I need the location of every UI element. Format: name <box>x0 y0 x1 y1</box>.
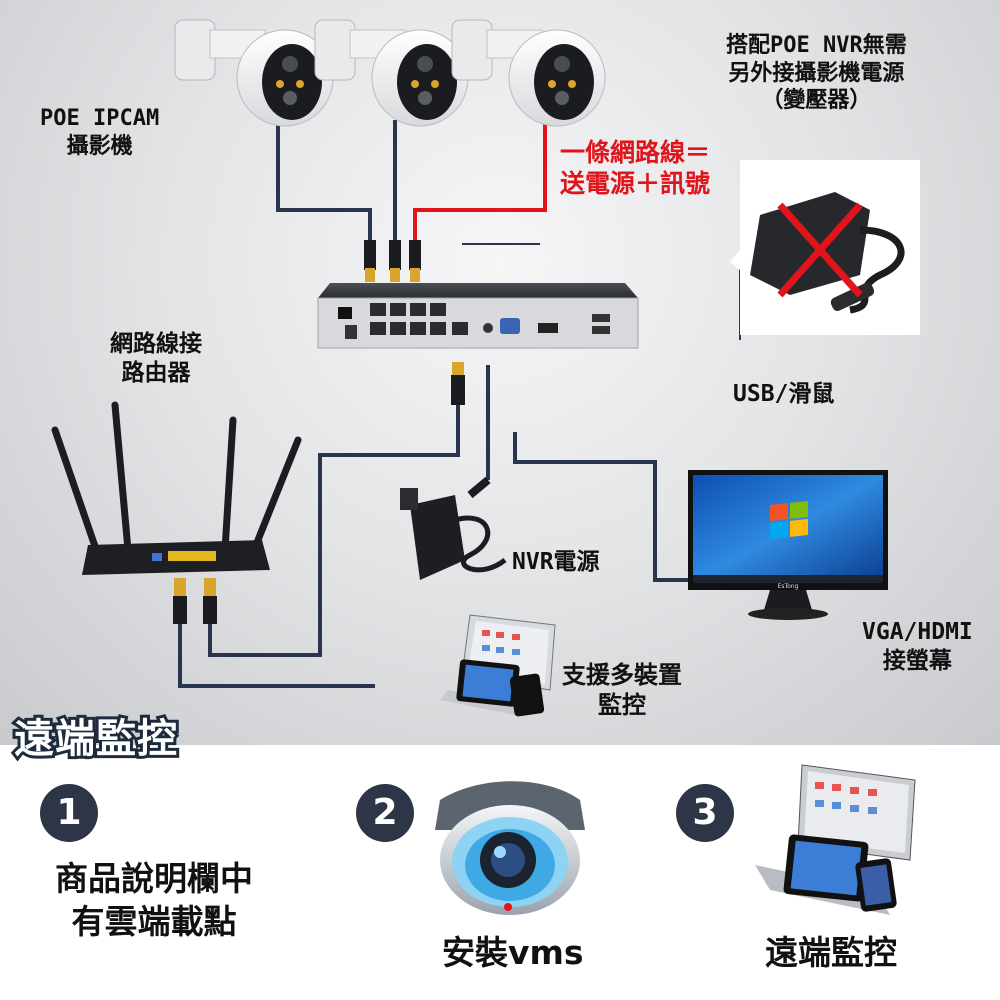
ip-camera-2 <box>314 19 469 127</box>
vga-hdmi-label-line: VGA/HDMI <box>862 619 973 645</box>
nvr-power-adapter <box>400 476 507 580</box>
router-cable-label: 網路線接 路由器 <box>110 330 202 388</box>
multi-device-cluster <box>440 614 556 717</box>
one-cable-label-line: 送電源＋訊號 <box>560 169 711 199</box>
no-adapter-label-line: （變壓器） <box>761 88 872 113</box>
router <box>51 401 302 624</box>
poe-cable-highlight <box>413 120 547 255</box>
multi-device-label: 支援多裝置 監控 <box>562 660 682 720</box>
step-1-text: 商品說明欄中 有雲端載點 <box>55 858 253 944</box>
router-cable-label-line: 路由器 <box>121 359 191 386</box>
no-adapter-label-line: 另外接攝影機電源 <box>728 60 905 86</box>
no-adapter-label-line: 搭配POE NVR無需 <box>726 33 907 58</box>
devices-icon <box>755 764 916 915</box>
camera-cables <box>276 120 397 255</box>
step-2-badge: 2 <box>356 784 414 842</box>
usb-mouse-label: USB/滑鼠 <box>733 381 835 407</box>
step-1-badge: 1 <box>40 784 98 842</box>
router-cable-label-line: 網路線接 <box>110 331 202 357</box>
one-cable-label: 一條網路線＝ 送電源＋訊號 <box>560 137 710 200</box>
nvr-cables <box>178 243 741 688</box>
monitor-brand: EsTong <box>778 583 799 590</box>
ip-camera-1 <box>174 19 334 127</box>
poe-ipcam-label: POE IPCAM 攝影機 <box>40 105 159 160</box>
rj45-plugs <box>364 240 421 282</box>
no-adapter-needed-label: 搭配POE NVR無需 另外接攝影機電源 （變壓器） <box>726 32 907 115</box>
step-3-text: 遠端監控 <box>765 933 897 972</box>
step-1-text-line: 商品說明欄中 <box>55 859 253 898</box>
surveillance-camera-icon <box>435 781 585 915</box>
one-cable-label-line: 一條網路線＝ <box>560 138 711 167</box>
camera-adapter-crossed <box>730 160 920 335</box>
ip-camera-3 <box>451 19 606 127</box>
nvr-power-label: NVR電源 <box>512 549 600 575</box>
vga-hdmi-label: VGA/HDMI 接螢幕 <box>862 618 973 676</box>
nvr-lan-plug <box>451 362 465 405</box>
vga-hdmi-label-line: 接螢幕 <box>882 647 952 674</box>
multi-device-label-line: 監控 <box>598 691 646 719</box>
monitor: EsTong <box>688 470 888 620</box>
step-2-text: 安裝vms <box>442 933 584 972</box>
multi-device-label-line: 支援多裝置 <box>562 661 682 689</box>
remote-monitoring-tag: 遠端監控 <box>11 713 180 765</box>
poe-ipcam-label-line: 攝影機 <box>66 133 133 159</box>
poe-ipcam-label-line: POE IPCAM <box>40 106 160 131</box>
step-3-badge: 3 <box>676 784 734 842</box>
step-1-text-line: 有雲端載點 <box>71 901 237 941</box>
poe-nvr <box>317 283 639 349</box>
